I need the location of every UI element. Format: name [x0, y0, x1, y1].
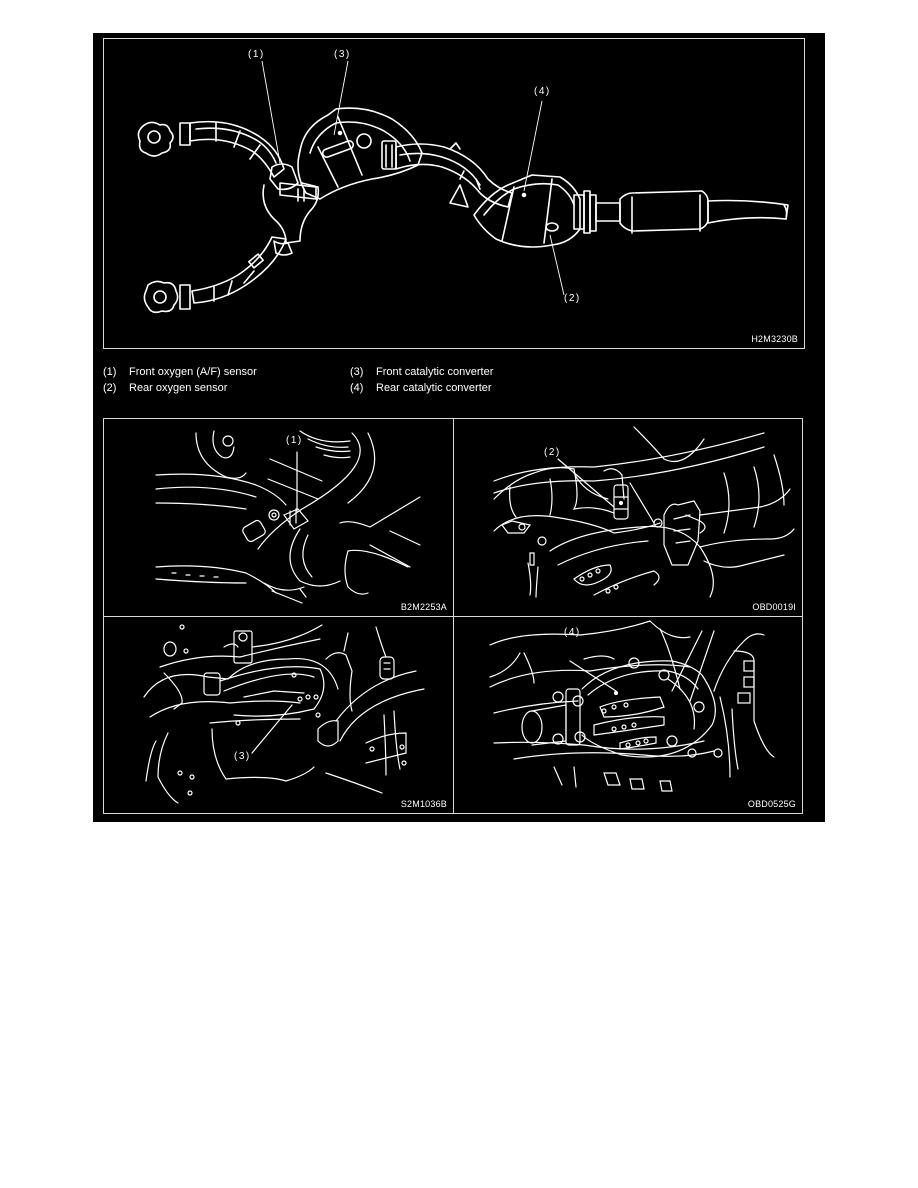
legend-item-1: (1) Front oxygen (A/F) sensor	[103, 366, 257, 378]
detail-figures-grid: (1) B2M2253A	[103, 418, 803, 814]
figure-code: OBD0525G	[747, 799, 796, 809]
legend-number: (1)	[103, 366, 117, 378]
detail-front-oxygen-sensor: (1) B2M2253A	[104, 419, 454, 617]
detail-front-catalytic-converter: (3) S2M1036B	[104, 617, 454, 813]
callout-4: (4)	[564, 627, 581, 638]
legend-item-2: (2) Rear oxygen sensor	[103, 382, 227, 394]
callout-1: (1)	[286, 435, 303, 446]
front-oxygen-sensor-drawing	[155, 430, 421, 604]
legend-item-4: (4) Rear catalytic converter	[350, 382, 492, 394]
callout-3: (3)	[334, 49, 351, 60]
rear-oxygen-sensor-drawing	[493, 426, 795, 598]
callout-2: (2)	[544, 447, 561, 458]
legend-number: (2)	[103, 382, 117, 394]
callout-4: (4)	[534, 86, 551, 97]
exhaust-system-diagram: (1) (3) (4) (2) H2M3230B	[103, 38, 805, 349]
callout-1: (1)	[248, 49, 265, 60]
legend-number: (3)	[350, 366, 364, 378]
legend-item-3: (3) Front catalytic converter	[350, 366, 493, 378]
legend-number: (4)	[350, 382, 364, 394]
legend-text: Rear oxygen sensor	[129, 382, 228, 394]
exhaust-system-drawing	[137, 107, 789, 314]
legend-text: Front oxygen (A/F) sensor	[129, 366, 257, 378]
callout-3: (3)	[234, 751, 251, 762]
callout-leaders	[261, 60, 565, 296]
figure-code: H2M3230B	[751, 334, 798, 344]
front-catalytic-converter-drawing	[143, 624, 425, 804]
detail-rear-oxygen-sensor: (2) OBD0019I	[454, 419, 802, 617]
detail-rear-catalytic-converter: (4) OBD0525G	[454, 617, 802, 813]
legend-text: Rear catalytic converter	[376, 382, 492, 394]
figure-code: OBD0019I	[752, 602, 796, 612]
rear-catalytic-converter-drawing	[489, 620, 775, 792]
callout-2: (2)	[564, 293, 581, 304]
legend-text: Front catalytic converter	[376, 366, 494, 378]
figure-code: B2M2253A	[400, 602, 447, 612]
figure-sheet: (1) (3) (4) (2) H2M3230B (1) Front oxygen…	[93, 33, 825, 822]
figure-code: S2M1036B	[400, 799, 447, 809]
